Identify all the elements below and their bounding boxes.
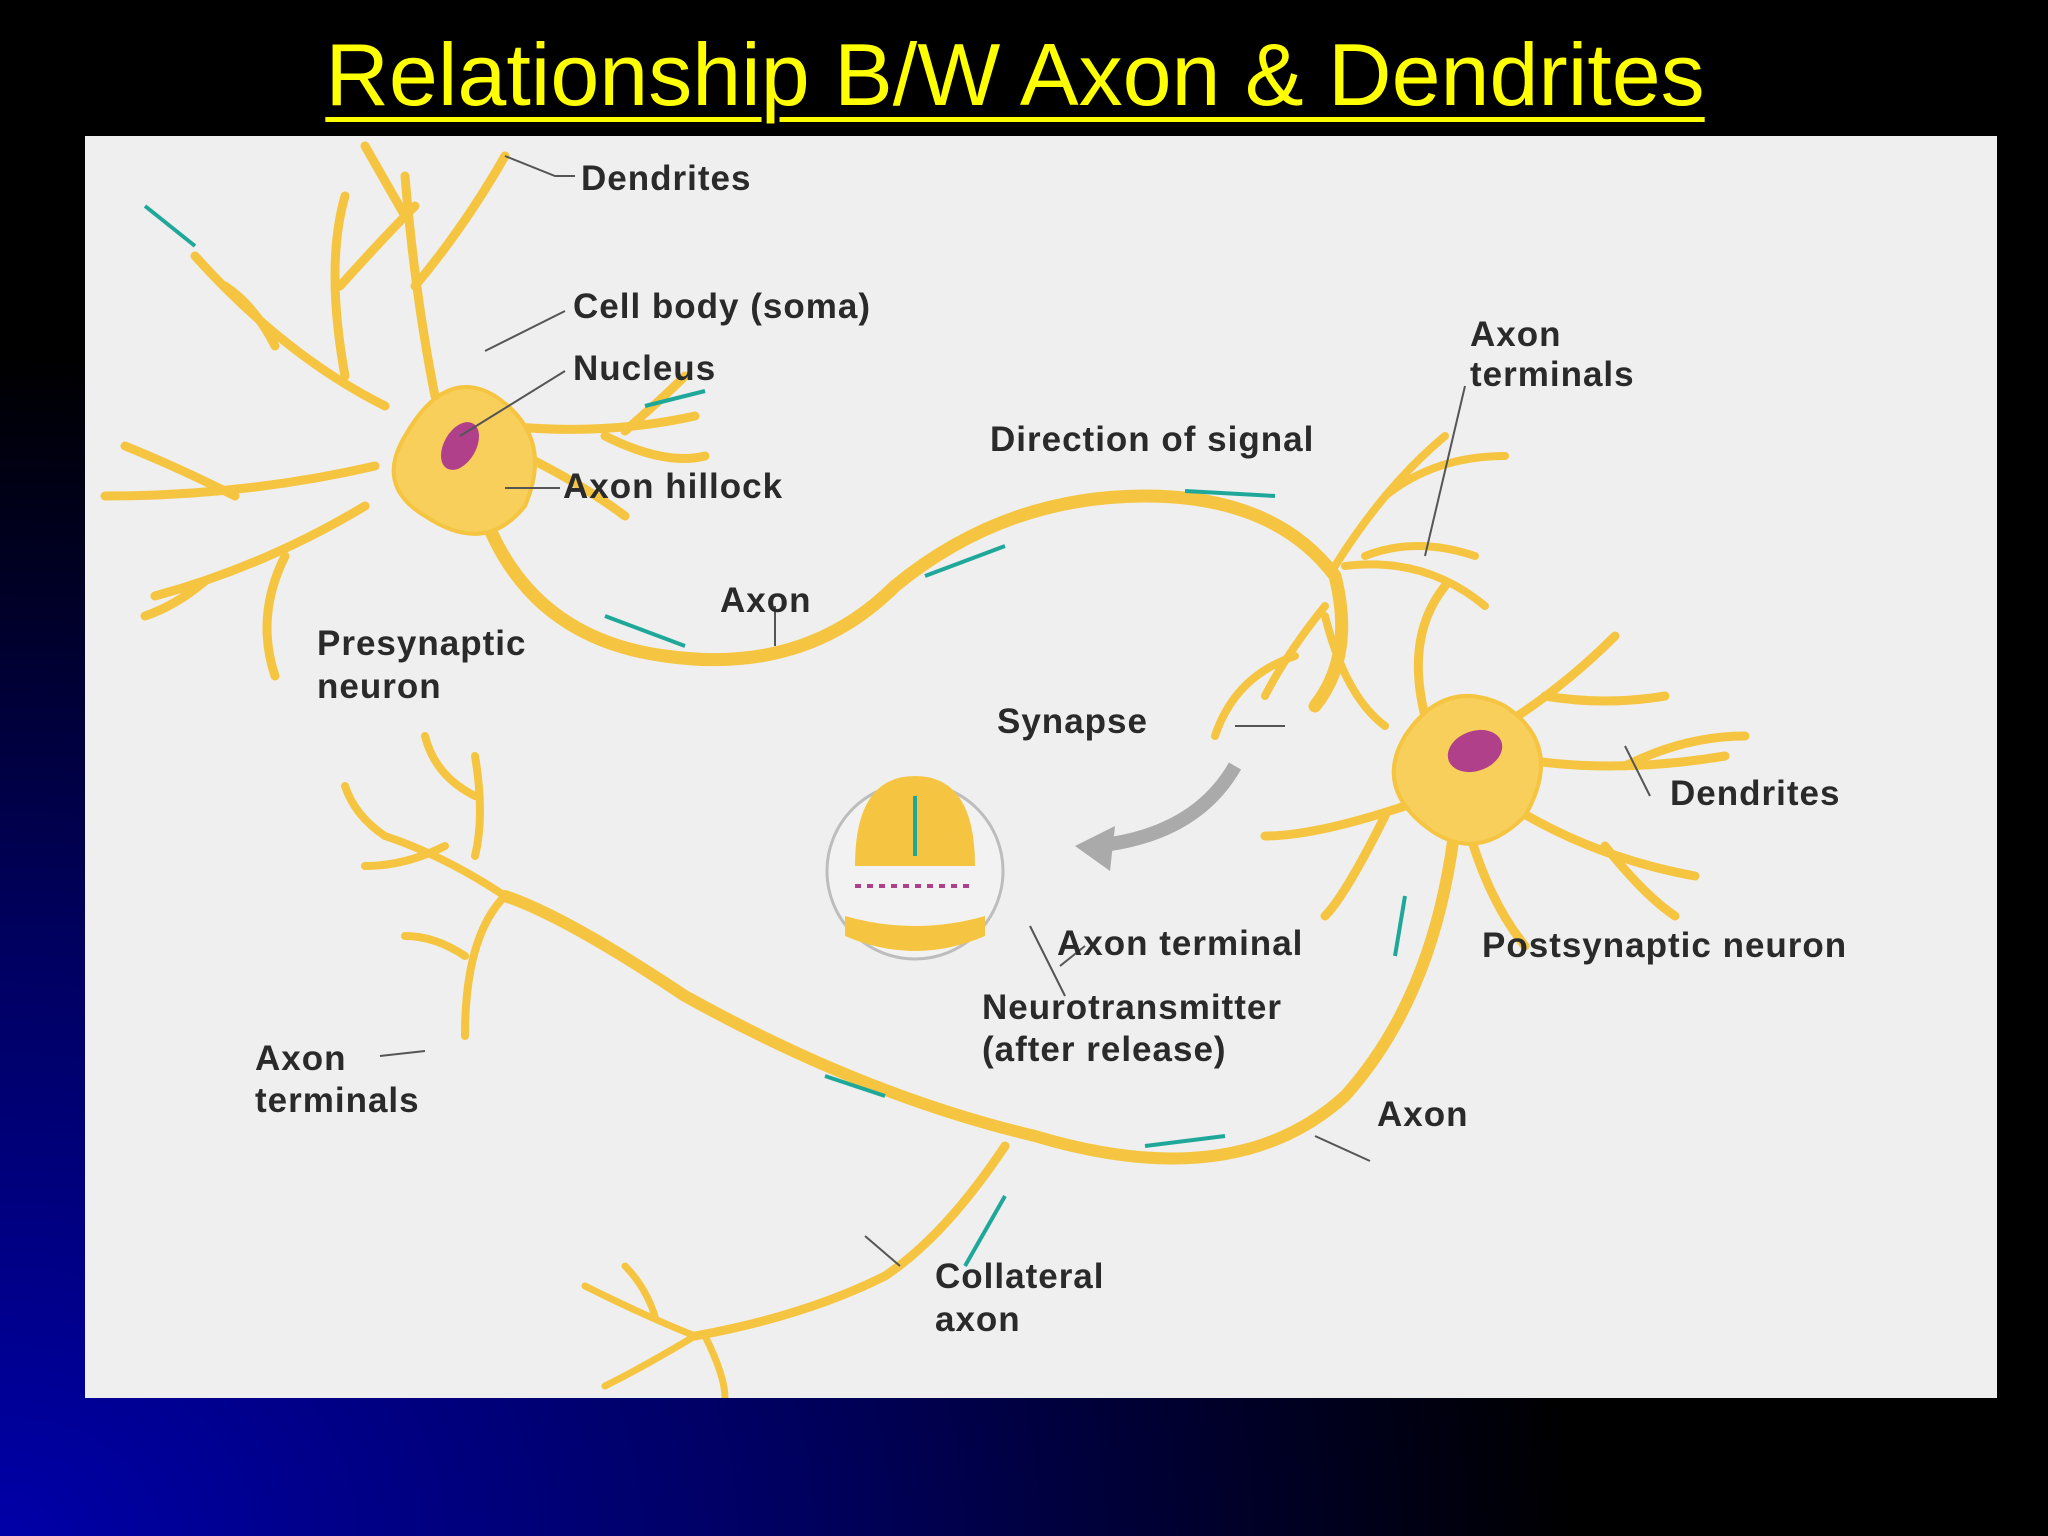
magnify-arrow — [1094, 762, 1242, 853]
collateral-axon — [690, 1141, 1010, 1341]
neuron-diagram: Dendrites Cell body (soma) Nucleus Axon … — [85, 136, 1997, 1398]
label-nucleus: Nucleus — [573, 349, 717, 388]
label-collateral-line1: Collateral — [935, 1257, 1105, 1296]
label-synapse: Synapse — [997, 702, 1148, 741]
label-axon-top: Axon — [720, 581, 812, 620]
label-cell-body: Cell body (soma) — [573, 287, 871, 326]
label-presynaptic-line1: Presynaptic — [317, 624, 527, 663]
label-axon-hillock: Axon hillock — [563, 467, 784, 506]
label-direction-of-signal: Direction of signal — [990, 420, 1315, 459]
label-collateral-line2: axon — [935, 1300, 1021, 1339]
leader-lines — [379, 155, 1651, 1267]
label-axon-terminals-left-line1: Axon — [255, 1039, 347, 1078]
label-presynaptic-line2: neuron — [317, 667, 442, 706]
presynaptic-nucleus — [441, 422, 479, 470]
presynaptic-axon — [468, 479, 1349, 713]
label-dendrites-right: Dendrites — [1670, 774, 1841, 813]
presynaptic-dendrites — [100, 141, 710, 681]
postsynaptic-axon — [499, 820, 1461, 1165]
slide-title: Relationship B/W Axon & Dendrites — [325, 25, 1705, 124]
label-axon-terminal: Axon terminal — [1057, 924, 1304, 963]
label-postsynaptic-neuron: Postsynaptic neuron — [1482, 926, 1848, 965]
label-dendrites-top: Dendrites — [581, 159, 752, 198]
label-neurotransmitter-line2: (after release) — [982, 1030, 1227, 1069]
collateral-branches — [581, 1262, 729, 1398]
neuron-illustration — [100, 141, 1750, 1398]
postsynaptic-nucleus — [1447, 729, 1503, 773]
label-axon-terminals-top-line2: terminals — [1470, 355, 1635, 394]
label-axon-terminals-left-line2: terminals — [255, 1081, 420, 1120]
synapse-magnifier — [825, 776, 1005, 961]
axon-terminal-branches — [1211, 432, 1509, 740]
signal-arrows — [143, 204, 1407, 1267]
label-axon-bottom: Axon — [1377, 1095, 1469, 1134]
left-axon-terminals — [341, 732, 509, 1040]
label-neurotransmitter-line1: Neurotransmitter — [982, 988, 1282, 1027]
label-axon-terminals-top-line1: Axon — [1470, 315, 1562, 354]
